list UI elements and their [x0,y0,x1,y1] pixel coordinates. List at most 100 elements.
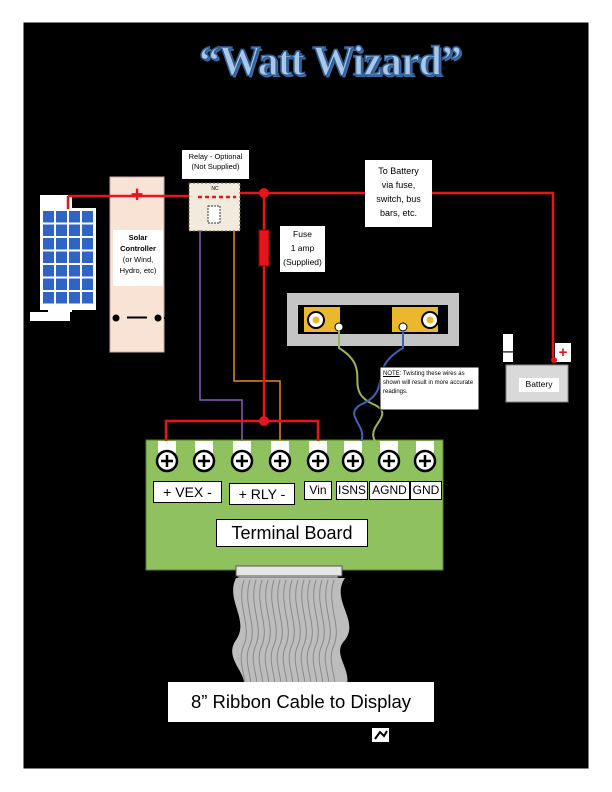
shunt [287,293,459,346]
relay-label-line2: (Not Supplied) [191,162,240,171]
battery-plus: + [558,344,568,361]
solar-cell [43,238,54,250]
solar-cell [69,238,80,250]
terminal-post [271,441,289,453]
ribbon-wire [264,579,271,691]
relay-label: Relay - Optional (Not Supplied) [182,152,249,172]
battery-icon [503,334,571,403]
battery-note-line4: bars, etc. [379,208,417,218]
ribbon-wire [288,579,295,691]
solar-cell [56,251,67,263]
relay-label-line1: Relay - Optional [188,152,243,161]
terminal-screw-cross [274,455,286,467]
ribbon-wire [258,579,265,691]
controller-label-line2: Controller [120,244,156,253]
battery-note: To Battery via fuse, switch, bus bars, e… [365,164,432,220]
solar-cell [82,238,93,250]
battery-note-line2: via fuse, [381,180,416,190]
solar-panel-icon [30,195,96,321]
ribbon-cable [232,565,350,691]
terminal-board-label: Terminal Board [216,519,368,547]
ribbon-wire [312,579,319,691]
solar-cell [56,292,67,304]
logo-icon [372,728,389,742]
ribbon-wire [252,579,259,691]
solar-controller-label-box [113,230,163,286]
page-title: “Watt Wizard” [198,38,462,86]
ribbon-wire [324,579,331,691]
ribbon-wire [300,579,307,691]
solar-cell [82,278,93,290]
ribbon-wire [306,579,313,691]
ribbon-wire [270,579,277,691]
solar-cell [43,251,54,263]
terminal-post [344,441,362,453]
ribbon-cable-label: 8” Ribbon Cable to Display [190,691,412,712]
terminal-label-gnd: GND [410,481,442,500]
ribbon-wire [282,579,289,691]
solar-cell [69,211,80,223]
solar-cell [56,265,67,277]
solar-cell [82,292,93,304]
fuse-label-line3: (Supplied) [283,257,322,267]
solar-cell [43,292,54,304]
relay-wire-purple [199,230,243,445]
twist-note-text: : Twisting these wires as shown will res… [383,371,474,395]
controller-label-line3: (or Wind, [122,255,154,264]
terminal-post [195,441,213,453]
terminal-label-rly: + RLY - [229,483,295,505]
controller-plus: + [130,182,144,207]
terminal-post [233,441,251,453]
relay-label-box [182,150,249,179]
controller-label-line4: Hydro, etc) [119,266,157,275]
solar-cell [43,211,54,223]
relay-nc-label: NC [211,186,219,192]
ribbon-label-box [168,682,434,722]
battery-note-line1: To Battery [378,166,419,176]
battery-minus: — [502,344,514,358]
fuse-label: Fuse 1 amp (Supplied) [280,227,325,269]
twist-note-box [379,366,480,411]
ribbon-wire [294,579,301,691]
wire-junctions [259,188,557,426]
solar-cell [82,251,93,263]
solar-cell [43,224,54,236]
solar-cell [43,278,54,290]
ribbon-connector [235,565,343,577]
ribbon-wire [246,579,253,691]
solar-cell [69,251,80,263]
terminal-screw-cross [419,455,431,467]
terminal-label-agnd: AGND [369,481,410,500]
terminal-screw-cross [236,455,248,467]
twist-note-prefix: NOTE [383,371,400,377]
terminal-screws [155,441,437,473]
solar-cell [82,265,93,277]
sense-wire-green [338,330,389,453]
solar-cell [56,238,67,250]
terminal-label-isns: ISNS [336,481,368,500]
solar-cell [82,224,93,236]
solar-cell [82,211,93,223]
twist-note: NOTE: Twisting these wires as shown will… [383,370,478,397]
solar-cell [69,292,80,304]
solar-cell [69,224,80,236]
terminal-screw-cross [383,455,395,467]
controller-label: Solar Controller (or Wind, Hydro, etc) [113,232,163,276]
sense-wire-blue [351,330,404,453]
terminal-screw-cross [312,455,324,467]
relay-coil-icon [207,205,221,224]
controller-label-line1: Solar [128,233,148,242]
battery-label: Battery [525,379,553,389]
terminal-post [416,441,434,453]
battery-note-box [365,160,432,227]
relay-wire-orange [233,230,281,445]
ribbon-wire [240,579,247,691]
terminal-label-vin: Vin [304,481,332,500]
fuse-icon [258,229,270,267]
fuse-label-box [280,226,325,272]
solar-cell [56,224,67,236]
terminal-label-vex: + VEX - [153,481,222,503]
fuse-label-line1: Fuse [293,229,312,239]
solar-cell [43,265,54,277]
